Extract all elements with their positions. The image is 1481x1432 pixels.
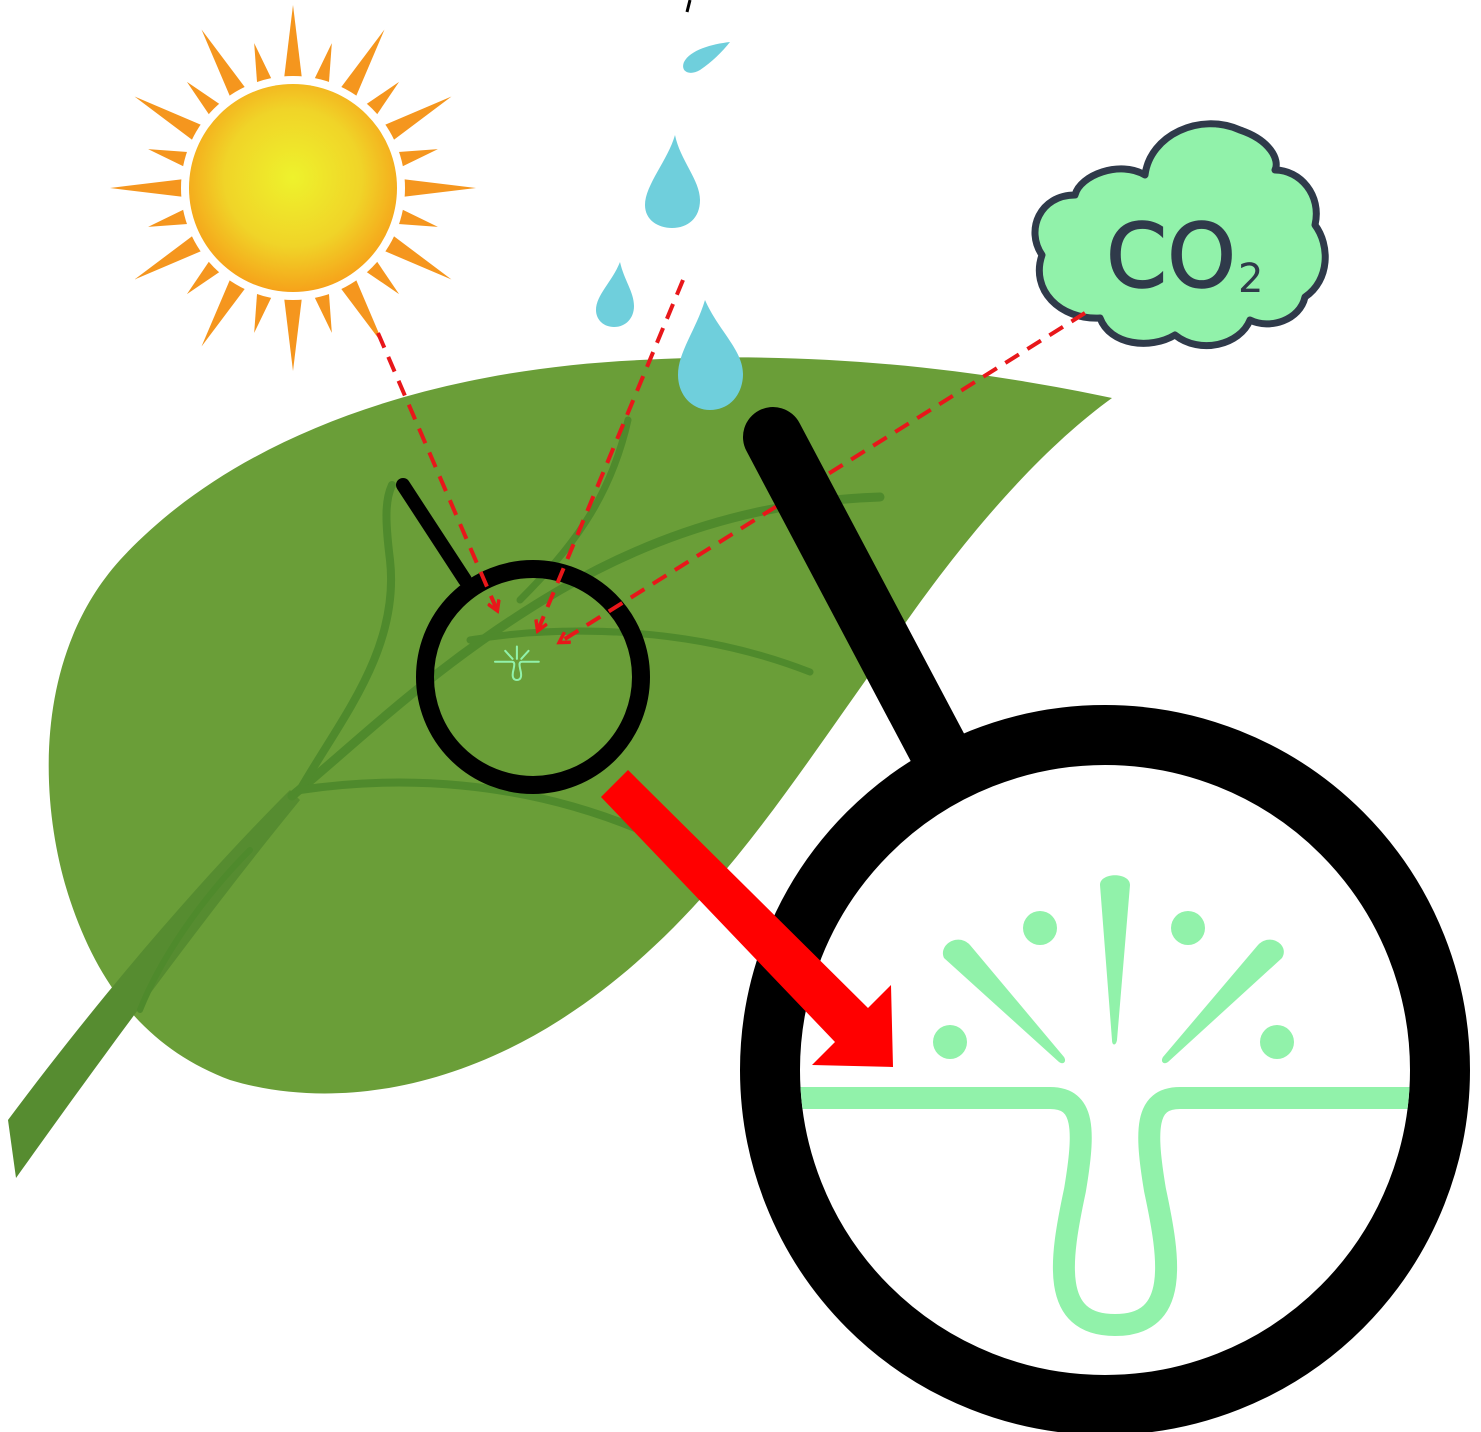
gas-particle (1023, 911, 1057, 945)
water-drops (596, 0, 743, 410)
gas-particle (933, 1025, 967, 1059)
drop-fall-mark (687, 0, 690, 12)
co2-subscript: 2 (1238, 256, 1263, 302)
sun-ray (284, 5, 302, 80)
sun-ray (382, 234, 452, 280)
magnifier-icon-large (770, 437, 1440, 1405)
sun-ray (401, 179, 476, 197)
co2-label: CO (1106, 205, 1236, 308)
sun-ray (135, 234, 205, 280)
sun-ray (202, 30, 248, 100)
gas-particle (1260, 1025, 1294, 1059)
water-drop-icon (596, 262, 634, 327)
sun-ray (339, 30, 385, 100)
sun-ray (284, 296, 302, 371)
co2-cloud-icon: CO 2 (1035, 124, 1325, 346)
sun-icon (110, 5, 476, 371)
gas-particle (1171, 911, 1205, 945)
sun-ray (110, 179, 185, 197)
sun-ray (382, 97, 452, 143)
water-drop-icon (645, 135, 700, 228)
water-drop-icon (683, 42, 730, 73)
water-drop-icon (678, 300, 743, 410)
sun-ray (202, 277, 248, 347)
magnifier-lens (770, 735, 1440, 1405)
sun-ray (135, 97, 205, 143)
